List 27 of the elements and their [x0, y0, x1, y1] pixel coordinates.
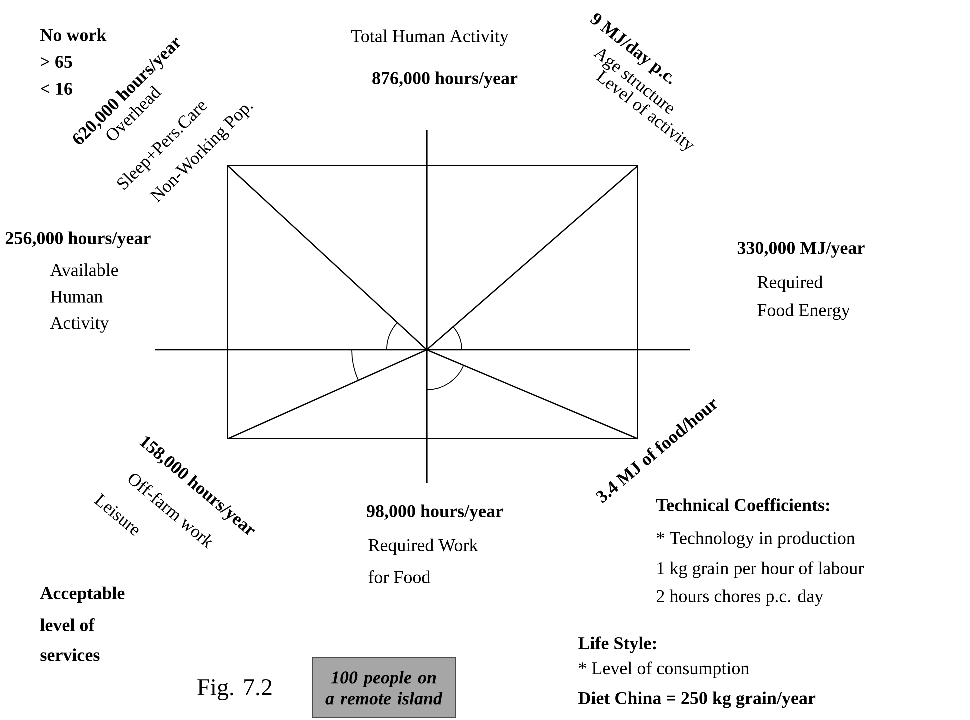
- note-text: No work: [40, 28, 107, 42]
- axis-label: for Food: [368, 570, 430, 584]
- note-text: * Technology in production: [657, 532, 856, 548]
- caption-box: 100 people on a remote island: [312, 657, 456, 718]
- note-text: > 65: [41, 56, 72, 68]
- axis-label: Available: [50, 264, 118, 276]
- figure-caption: Fig. 7.2: [198, 679, 272, 701]
- note-text: 2 hours chores p.c. day: [656, 590, 824, 606]
- note-text: services: [40, 648, 100, 662]
- note-heading: Life Style:: [578, 636, 656, 654]
- axis-label: Human: [50, 291, 103, 303]
- note-text: Acceptable: [40, 586, 125, 604]
- axis-label: Total Human Activity: [351, 30, 509, 46]
- value-label: 98,000 hours/year: [367, 504, 504, 522]
- note-text: * Level of consumption: [579, 662, 750, 678]
- axis-label: Required Work: [368, 538, 478, 556]
- value-label: 256,000 hours/year: [6, 232, 151, 248]
- axis-label: Activity: [50, 317, 110, 333]
- note-text: level of: [40, 618, 95, 632]
- note-text: Diet China = 250 kg grain/year: [578, 692, 816, 708]
- axis-label: Required: [758, 276, 823, 292]
- value-label: 876,000 hours/year: [372, 72, 518, 88]
- value-label: 330,000 MJ/year: [738, 242, 865, 258]
- note-heading: Technical Coefficients:: [656, 498, 830, 512]
- note-text: 1 kg grain per hour of labour: [658, 562, 864, 578]
- note-text: < 16: [41, 82, 72, 96]
- axis-label: Food Energy: [758, 304, 850, 320]
